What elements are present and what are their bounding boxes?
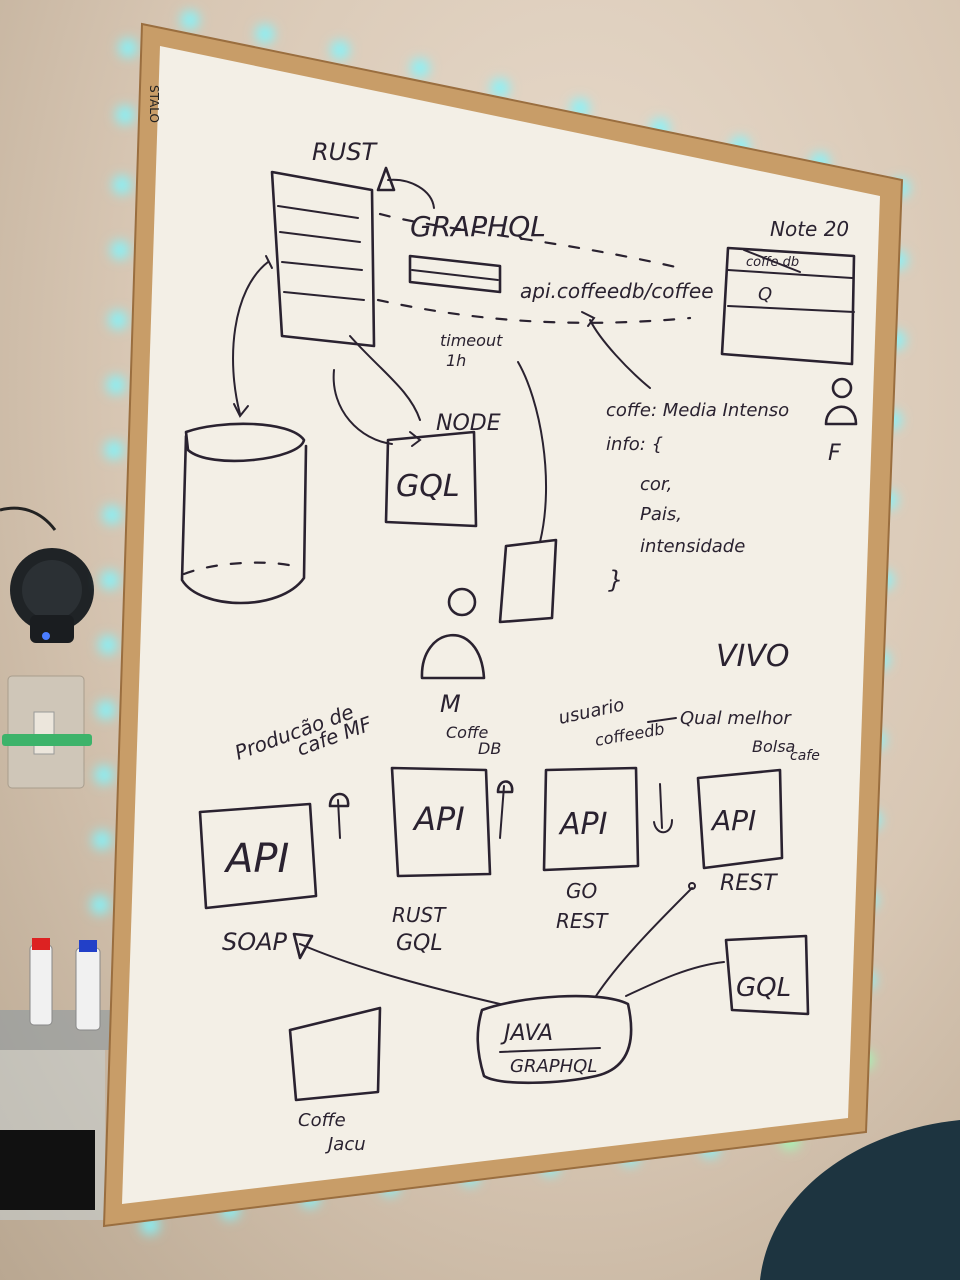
which-best-3: cafe — [790, 748, 820, 764]
json-line-1: coffe: Media Intenso — [606, 400, 789, 421]
coffee-box-caption-1: Coffe — [298, 1110, 346, 1131]
person-m-icon: M Coffe DB — [420, 587, 501, 758]
json-line-3: cor, — [640, 474, 672, 495]
whiteboard — [122, 46, 880, 1204]
light-switch[interactable] — [2, 675, 92, 789]
vivo-label: VIVO — [716, 639, 790, 674]
api-box-4: API REST — [696, 768, 784, 896]
api-box-3: API GO REST — [542, 766, 640, 933]
json-line-5: intensidade — [640, 536, 745, 557]
person-m-label: M — [440, 690, 461, 718]
marker-red[interactable] — [29, 944, 53, 1026]
which-best-2: Bolsa — [752, 737, 795, 756]
api-1-under: SOAP — [222, 928, 288, 956]
endpoint-text: api.coffeedb/coffee — [520, 279, 714, 303]
person-f-icon: F — [824, 377, 858, 466]
flow-arrows — [328, 780, 673, 839]
database-cylinder — [180, 422, 308, 605]
node-gql-box: NODE GQL — [384, 411, 501, 528]
graphql-label: GRAPHQL — [410, 210, 546, 243]
note-card: Note 20 coffe db Q — [720, 217, 856, 366]
smart-speaker — [0, 506, 94, 643]
coffee-box-caption-2: Jacu — [325, 1134, 366, 1155]
brand-label: STALO — [147, 85, 161, 123]
gql-box-label: GQL — [396, 469, 460, 504]
json-line-6: } — [608, 566, 623, 594]
api-2-under-1: RUST — [392, 903, 447, 927]
api-2-label: API — [412, 800, 465, 838]
marker-blue[interactable] — [75, 947, 101, 1031]
api-3-label: API — [558, 807, 608, 842]
api-4-label: API — [710, 804, 756, 837]
person-f-label: F — [828, 441, 841, 466]
which-best-1: Qual melhor — [680, 708, 792, 729]
json-line-2: info: { — [606, 434, 663, 455]
api-3-under-2: REST — [556, 909, 609, 933]
api-1-label: API — [223, 836, 289, 882]
rust-title: RUST — [312, 138, 378, 166]
person-m-caption-2: DB — [478, 739, 501, 758]
api-4-under: REST — [720, 871, 778, 896]
java-connectors — [292, 882, 725, 1005]
api-3-under-1: GO — [566, 879, 597, 903]
java-graphql-label: GRAPHQL — [510, 1056, 597, 1077]
gql-right-label: GQL — [736, 973, 791, 1003]
rust-section: RUST GRAPHQL api.coffeedb/coffee timeout… — [232, 138, 714, 543]
timeout-text: timeout — [440, 331, 503, 350]
arrow-user-to-best — [647, 717, 677, 723]
api-2-under-2: GQL — [396, 931, 443, 956]
note-card-title: Note 20 — [770, 217, 849, 241]
json-line-4: Pais, — [640, 504, 682, 525]
api-box-1: API SOAP — [198, 802, 318, 956]
rust-sheet — [270, 170, 376, 348]
blanket — [760, 1120, 960, 1280]
java-graphql-box: JAVA GRAPHQL — [476, 994, 633, 1085]
java-label: JAVA — [500, 1021, 553, 1046]
marker-tray — [0, 938, 110, 1220]
client-box — [498, 538, 558, 624]
coffee-jacu-box: Coffe Jacu — [288, 1006, 382, 1155]
note-card-row2: Q — [758, 284, 772, 305]
json-sketch: coffe: Media Intenso info: { cor, Pais, … — [606, 400, 789, 594]
gql-right-box: GQL — [724, 934, 810, 1016]
api-box-2: API RUST GQL — [390, 766, 492, 956]
person-m-caption-1: Coffe — [446, 723, 489, 742]
timeout-duration: 1h — [446, 351, 466, 370]
